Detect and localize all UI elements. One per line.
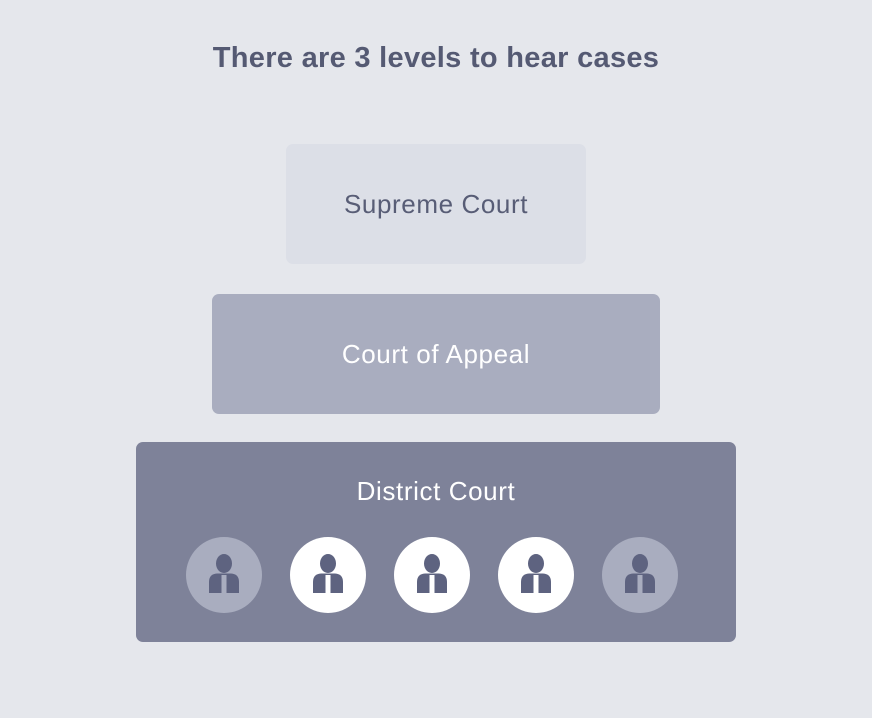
judge-icon xyxy=(602,537,678,613)
judge-icon xyxy=(290,537,366,613)
judge-icon xyxy=(186,537,262,613)
judge-icon xyxy=(498,537,574,613)
level-label: Supreme Court xyxy=(343,189,529,219)
level-label: District Court xyxy=(356,476,516,506)
level-supreme-court: Supreme Court xyxy=(286,144,586,264)
level-court-of-appeal: Court of Appeal xyxy=(212,294,660,414)
level-label: Court of Appeal xyxy=(341,339,531,369)
page-title: There are 3 levels to hear cases xyxy=(212,42,660,74)
level-district-court: District Court xyxy=(136,442,736,642)
judge-icon xyxy=(394,537,470,613)
